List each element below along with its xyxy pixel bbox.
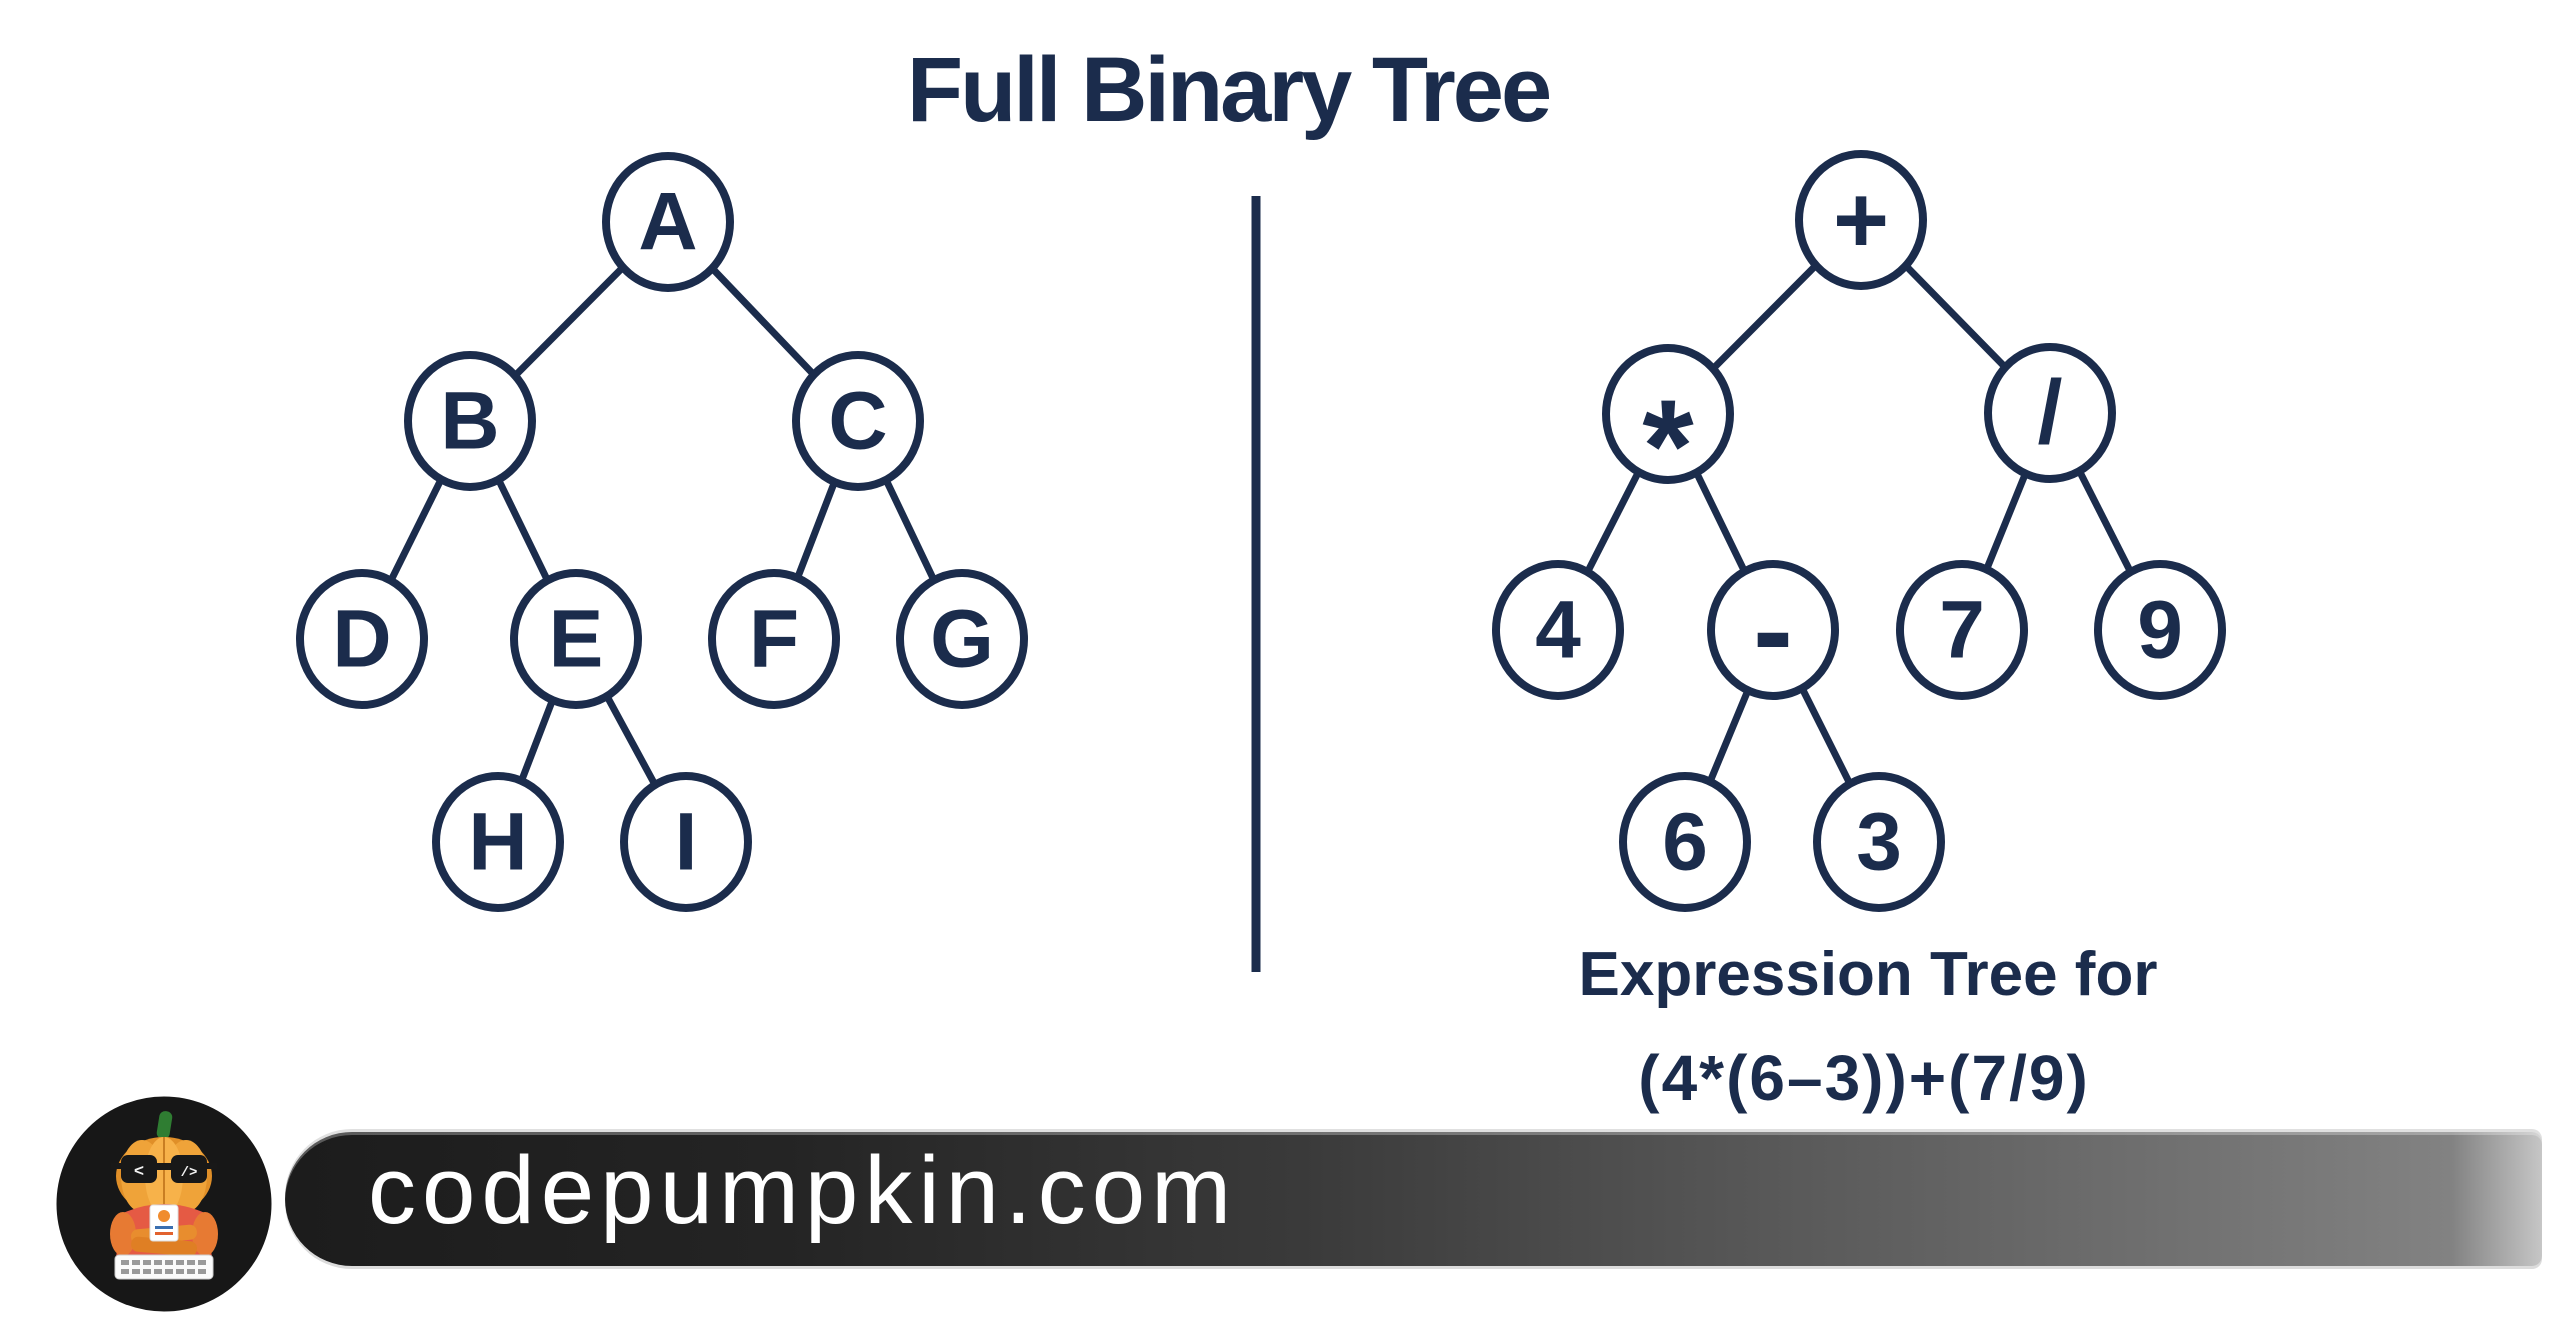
glasses-icon: < /> — [111, 1155, 217, 1183]
node-label-A: A — [638, 177, 697, 268]
node-label-plus: + — [1833, 167, 1889, 274]
node-label-div: / — [2037, 363, 2062, 463]
node-label-D: D — [332, 594, 391, 685]
node-label-n9: 9 — [2137, 585, 2183, 676]
letter-tree: A B C D E F G H I — [296, 152, 1028, 912]
expression-caption-line2: (4*(6–3))+(7/9) — [1638, 1042, 2090, 1114]
tree-node-plus — [1795, 150, 1927, 290]
expression-caption-line1: Expression Tree for — [1578, 940, 2158, 1009]
node-label-n6: 6 — [1662, 797, 1708, 888]
brand-bar — [285, 1132, 2542, 1266]
tree-node-mul — [1602, 344, 1734, 484]
tree-node-B — [404, 351, 536, 491]
page-title: Full Binary Tree — [906, 39, 1552, 141]
mascot-body-icon — [110, 1204, 218, 1265]
node-label-n7: 7 — [1939, 585, 1985, 676]
tree-node-n7 — [1896, 560, 2028, 700]
node-label-n4: 4 — [1535, 585, 1581, 676]
tree-node-A — [602, 152, 734, 292]
tree-node-n9 — [2094, 560, 2226, 700]
pumpkin-mascot-icon: < /> — [47, 1087, 281, 1321]
node-label-F: F — [749, 594, 799, 685]
brand-domain-text: codepumpkin.com — [368, 1137, 1238, 1244]
tree-node-D — [296, 569, 428, 709]
tree-node-E — [510, 569, 642, 709]
node-label-B: B — [440, 376, 499, 467]
svg-text:/>: /> — [181, 1165, 198, 1181]
node-label-C: C — [828, 376, 887, 467]
tree-node-F — [708, 569, 840, 709]
node-label-H: H — [468, 797, 527, 888]
keyboard-icon — [114, 1254, 214, 1280]
tree-node-n4 — [1492, 560, 1624, 700]
node-label-E: E — [549, 594, 604, 685]
expression-tree: + * / 4 - 7 9 6 3 — [1492, 150, 2226, 912]
tree-node-n6 — [1619, 772, 1751, 912]
node-label-n3: 3 — [1856, 797, 1902, 888]
tree-node-I — [620, 772, 752, 912]
tree-node-H — [432, 772, 564, 912]
tree-node-C — [792, 351, 924, 491]
tree-node-div — [1984, 343, 2116, 483]
node-label-mul: * — [1642, 373, 1694, 520]
tree-node-minus — [1707, 560, 1839, 700]
node-label-I: I — [675, 797, 698, 888]
tree-node-n3 — [1813, 772, 1945, 912]
tree-node-G — [896, 569, 1028, 709]
svg-text:<: < — [134, 1163, 144, 1182]
node-label-G: G — [930, 594, 994, 685]
node-label-minus: - — [1753, 563, 1793, 697]
